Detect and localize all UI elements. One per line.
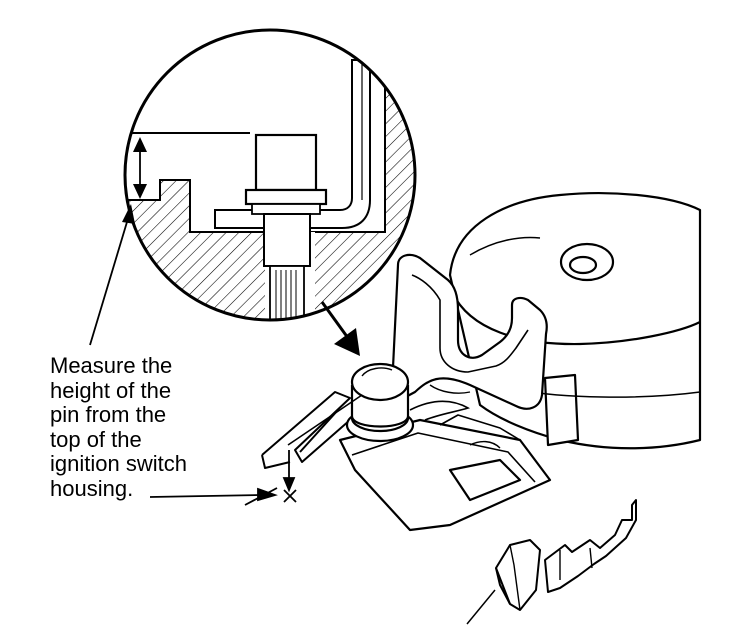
instruction-line-1: Measure the	[50, 353, 173, 378]
switch-mount-block	[338, 414, 552, 532]
magnified-detail	[123, 28, 417, 322]
housing-edge	[261, 391, 351, 469]
lead-line-bottom	[466, 589, 496, 625]
guide-line	[287, 394, 363, 446]
teeth-segment	[544, 499, 637, 593]
callout-leader	[89, 204, 135, 346]
ignition-pin	[345, 362, 415, 443]
instruction-line-6: housing.	[50, 475, 134, 501]
measurement-instruction: Measure the height of the pin from the t…	[50, 353, 250, 501]
spring-wire	[409, 400, 471, 421]
pointer-arrow	[320, 301, 360, 356]
switch-housing-body	[448, 192, 702, 450]
instruction-line-3: pin from the	[50, 402, 167, 427]
lock-bracket	[390, 253, 548, 410]
instruction-line-4: top of the	[50, 426, 142, 452]
instruction-line-2: height of the	[50, 377, 172, 403]
connector-tab	[495, 539, 541, 611]
measurement-marker	[149, 450, 297, 506]
instruction-line-5: ignition switch	[50, 451, 187, 476]
